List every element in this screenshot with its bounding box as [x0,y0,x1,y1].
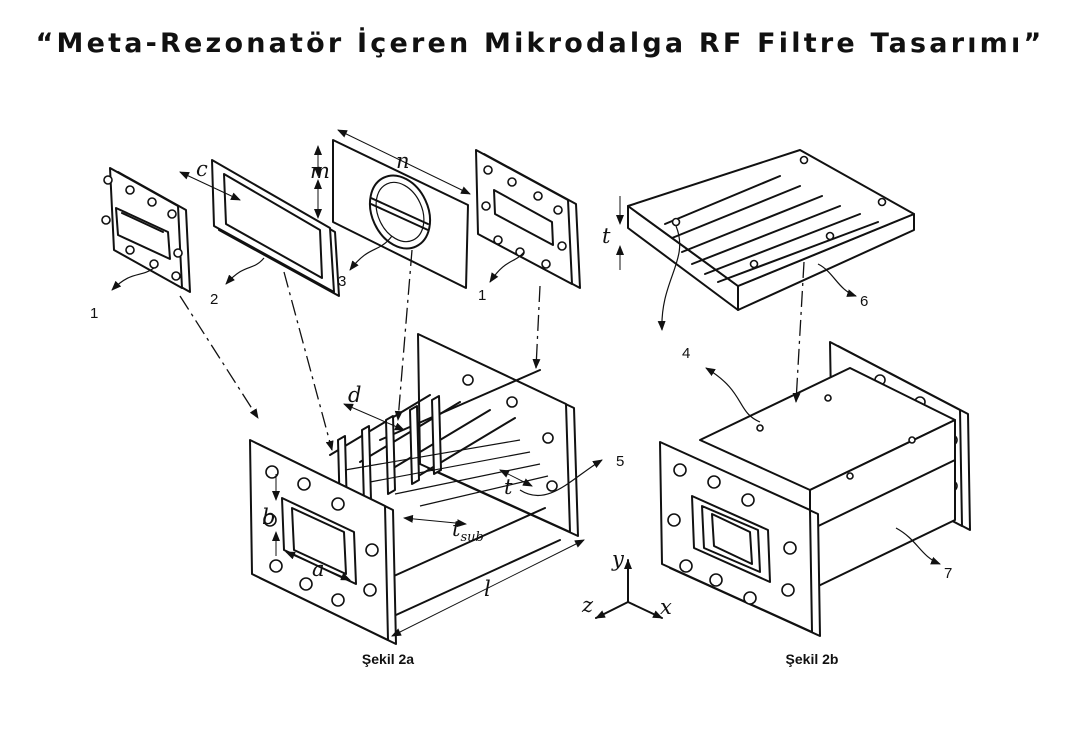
dim-b: b [262,505,275,529]
axis-y-label: y [611,547,625,571]
assembly-lines [179,249,805,451]
dim-t-sub: tsub [452,517,484,545]
dim-l: l [484,577,491,601]
dim-m: m [310,159,330,183]
caption-2b: Şekil 2b [786,651,839,667]
label-part-1-left: 1 [90,305,98,322]
label-part-6: 6 [860,293,868,310]
label-part-2: 2 [210,291,218,308]
dimension-lines [179,129,624,637]
label-part-3: 3 [338,273,346,290]
lid-part-6 [627,149,915,311]
leader-lines [111,225,941,565]
flange-part-1-left [101,167,191,293]
page-title: “Meta-Rezonatör İçeren Mikrodalga RF Fil… [35,28,1045,59]
flange-part-1-right [475,149,581,289]
label-part-5: 5 [616,453,624,470]
dim-t-2b: t [602,224,611,248]
axis-x-label: x [660,595,672,619]
axis-z-label: z [581,593,594,617]
label-part-7: 7 [944,565,952,582]
dim-a: a [312,557,325,581]
coordinate-axes [595,559,663,619]
assembly-2b [659,341,971,637]
caption-2a: Şekil 2a [362,651,414,667]
label-part-4: 4 [682,345,690,362]
dim-d: d [348,383,361,407]
dim-c: c [196,157,208,181]
label-part-1-right: 1 [478,287,486,304]
dim-n: n [396,149,410,173]
dim-t-sub-base: t [452,517,461,541]
dim-t-2a: t [504,475,513,499]
assembly-2a [249,333,579,645]
frame-part-2 [211,159,340,297]
dim-t-sub-subscript: sub [460,530,483,545]
